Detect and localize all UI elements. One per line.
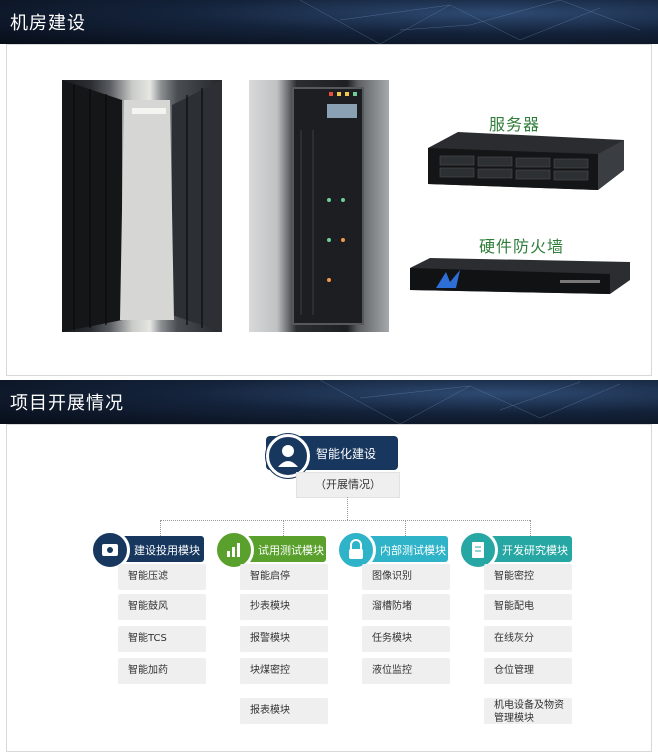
section-title: 机房建设	[10, 13, 86, 34]
column-title: 建设投用模块	[134, 544, 200, 557]
section-header-facility: 机房建设	[0, 0, 658, 44]
column-circle	[336, 530, 376, 570]
list-item: 报警模块	[240, 626, 328, 652]
connector-line	[160, 520, 530, 521]
machine-icon	[102, 544, 118, 556]
column-header-internal: 内部测试模块	[346, 536, 448, 562]
root-circle	[266, 434, 310, 478]
connector-line	[160, 520, 161, 536]
list-item: 块煤密控	[240, 658, 328, 684]
document-icon	[472, 542, 484, 558]
section-title: 项目开展情况	[10, 393, 124, 414]
user-icon	[278, 445, 298, 467]
list-item: 智能TCS	[118, 626, 206, 652]
list-item: 智能密控	[484, 564, 572, 590]
list-item: 在线灰分	[484, 626, 572, 652]
connector-line	[530, 520, 531, 536]
list-item: 液位监控	[362, 658, 450, 684]
firewall-device-image	[410, 258, 630, 294]
connector-line	[405, 520, 406, 536]
chart-icon	[227, 543, 240, 557]
firewall-label: 硬件防火墙	[479, 237, 565, 256]
list-item: 智能配电	[484, 594, 572, 620]
server-label: 服务器	[489, 115, 541, 134]
network-background	[319, 380, 621, 424]
network-background	[299, 0, 641, 44]
column-circle	[458, 530, 498, 570]
list-item: 智能鼓风	[118, 594, 206, 620]
list-item: 溜槽防堵	[362, 594, 450, 620]
list-item: 智能压滤	[118, 564, 206, 590]
list-item: 智能启停	[240, 564, 328, 590]
root-title: 智能化建设	[316, 447, 377, 461]
list-item: 抄表模块	[240, 594, 328, 620]
column-title: 试用测试模块	[258, 544, 324, 557]
section-header-progress: 项目开展情况	[0, 380, 658, 424]
column-circle	[214, 530, 254, 570]
column-circle	[90, 530, 130, 570]
connector-line	[283, 520, 284, 536]
list-item: 智能加药	[118, 658, 206, 684]
server-device-image	[428, 132, 624, 190]
lock-icon	[349, 539, 363, 559]
server-rack-photo	[249, 80, 389, 332]
list-item: 报表模块	[240, 698, 328, 724]
column-title: 内部测试模块	[380, 544, 446, 557]
list-item: 仓位管理	[484, 658, 572, 684]
connector-line	[347, 497, 348, 520]
list-item: 机电设备及物资管理模块	[484, 698, 572, 724]
column-title: 开发研究模块	[502, 544, 568, 557]
server-room-corridor-photo	[62, 80, 222, 332]
list-item: 图像识别	[362, 564, 450, 590]
root-subtitle: （开展情况）	[296, 472, 400, 498]
list-item: 任务模块	[362, 626, 450, 652]
